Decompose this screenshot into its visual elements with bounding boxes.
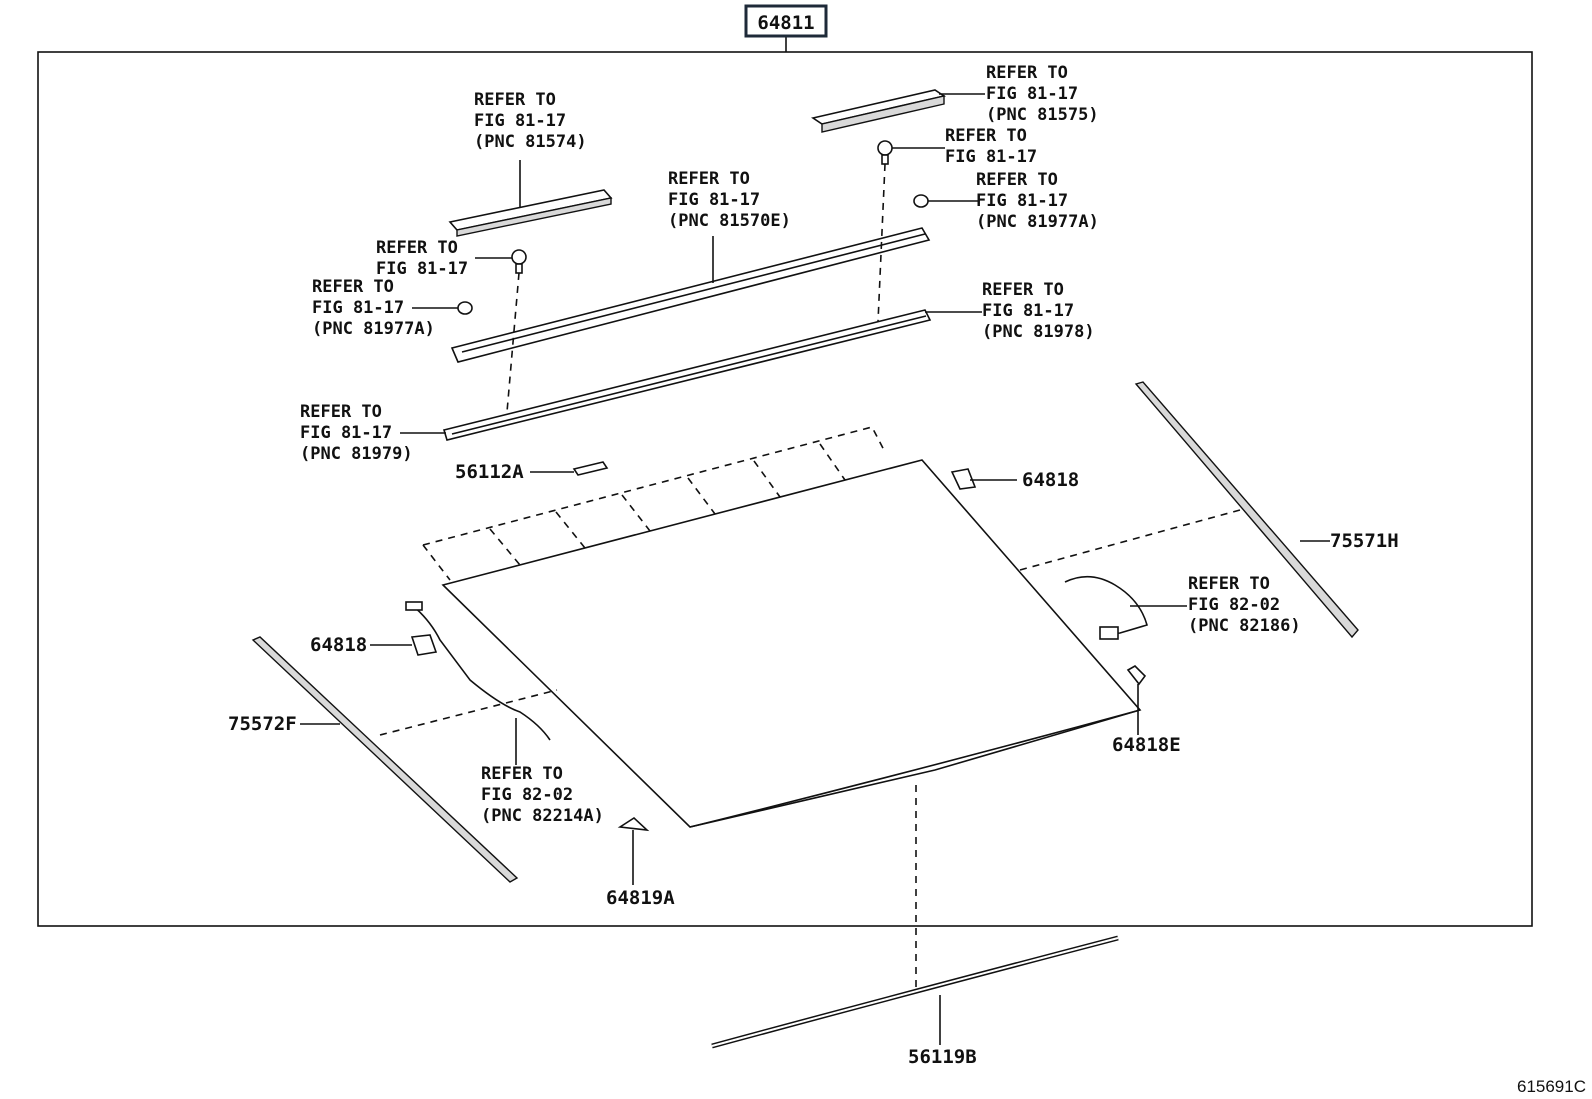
pad-64818-top <box>950 468 977 490</box>
glass-panel-edge <box>689 709 1141 828</box>
assembly-number-box[interactable]: 64811 <box>744 4 828 38</box>
callout-ref-81979[interactable]: REFER TO FIG 81-17 (PNC 81979) <box>300 402 413 464</box>
callout-line: (PNC 81977A) <box>976 212 1099 232</box>
assembly-frame <box>37 51 1533 927</box>
molding-75571h <box>1134 381 1359 639</box>
part-number-64819a[interactable]: 64819A <box>606 887 675 909</box>
callout-ref-82214a[interactable]: REFER TO FIG 82-02 (PNC 82214A) <box>481 764 604 826</box>
molding-75572f <box>251 636 519 883</box>
part-number-75572f[interactable]: 75572F <box>228 713 297 735</box>
callout-line: (PNC 82214A) <box>481 806 604 826</box>
panel-dash-left <box>422 544 451 581</box>
panel-dash-left-low <box>379 689 558 736</box>
pad-56112a <box>572 461 609 476</box>
harness-82186 <box>1064 575 1148 636</box>
callout-line: (PNC 82186) <box>1188 616 1301 636</box>
rail-81979-line <box>451 315 927 435</box>
callout-line: (PNC 81575) <box>986 105 1099 125</box>
callout-ref-81977a-right[interactable]: REFER TO FIG 81-17 (PNC 81977A) <box>976 170 1099 232</box>
callout-line: REFER TO <box>300 402 382 422</box>
part-number-56119b[interactable]: 56119B <box>908 1046 977 1068</box>
rail-81570e <box>450 227 931 363</box>
panel-dash-right <box>1019 509 1241 571</box>
pad-64819a <box>617 816 650 832</box>
callout-line: FIG 82-02 <box>1188 595 1280 615</box>
part-number-56112a[interactable]: 56112A <box>455 461 524 483</box>
harness-82214a <box>411 604 551 741</box>
callout-ref-81575[interactable]: REFER TO FIG 81-17 (PNC 81575) <box>986 63 1099 125</box>
callout-line: REFER TO <box>945 126 1027 146</box>
callout-ref-81978[interactable]: REFER TO FIG 81-17 (PNC 81978) <box>982 280 1095 342</box>
callout-ref-81574[interactable]: REFER TO FIG 81-17 (PNC 81574) <box>474 90 587 152</box>
callout-line: REFER TO <box>312 277 394 297</box>
panel-dash-outline <box>422 426 886 546</box>
trim-strip-81574-edge <box>456 197 612 237</box>
callout-line: (PNC 81574) <box>474 132 587 152</box>
callout-line: (PNC 81979) <box>300 444 413 464</box>
part-number-75571h[interactable]: 75571H <box>1330 530 1399 552</box>
harness-82186-connector <box>1099 626 1119 640</box>
callout-line: (PNC 81978) <box>982 322 1095 342</box>
callout-line: REFER TO <box>986 63 1068 83</box>
callout-line: FIG 82-02 <box>481 785 573 805</box>
pad-64818e <box>1126 665 1147 686</box>
screw-right-axis <box>877 163 886 323</box>
trim-strip-81574 <box>448 189 613 231</box>
callout-line: FIG 81-17 <box>668 190 760 210</box>
rail-81570e-line <box>461 233 926 353</box>
clip-81977a-right <box>913 194 929 208</box>
callout-line: FIG 81-17 <box>986 84 1078 104</box>
panel-dash-ticks <box>489 443 846 566</box>
callout-ref-81570e[interactable]: REFER TO FIG 81-17 (PNC 81570E) <box>668 169 791 231</box>
callout-ref-screw-right[interactable]: REFER TO FIG 81-17 <box>945 126 1037 167</box>
callout-line: REFER TO <box>668 169 750 189</box>
pad-64818-left <box>410 634 438 656</box>
screw-left-axis <box>506 272 520 413</box>
clip-81977a-left <box>457 301 473 315</box>
part-number-64818e[interactable]: 64818E <box>1112 734 1181 756</box>
callout-line: REFER TO <box>976 170 1058 190</box>
callout-line: FIG 81-17 <box>376 259 468 279</box>
callout-line: REFER TO <box>376 238 458 258</box>
screw-left <box>511 249 527 274</box>
callout-ref-82186[interactable]: REFER TO FIG 82-02 (PNC 82186) <box>1188 574 1301 636</box>
trim-strip-81575-edge <box>821 95 945 133</box>
callout-line: FIG 81-17 <box>474 111 566 131</box>
callout-line: REFER TO <box>1188 574 1270 594</box>
callout-line: (PNC 81570E) <box>668 211 791 231</box>
assembly-number: 64811 <box>757 12 814 34</box>
part-number-64818-top[interactable]: 64818 <box>1022 469 1079 491</box>
strip-56119b-inner <box>711 937 1119 1047</box>
callout-line: FIG 81-17 <box>945 147 1037 167</box>
screw-right <box>877 140 893 165</box>
callout-ref-screw-left[interactable]: REFER TO FIG 81-17 <box>376 238 468 279</box>
callout-line: FIG 81-17 <box>300 423 392 443</box>
callout-ref-81977a-left[interactable]: REFER TO FIG 81-17 (PNC 81977A) <box>312 277 435 339</box>
callout-line: REFER TO <box>474 90 556 110</box>
glass-panel <box>441 459 1142 828</box>
callout-line: REFER TO <box>982 280 1064 300</box>
callout-line: FIG 81-17 <box>976 191 1068 211</box>
part-number-64818-left[interactable]: 64818 <box>310 634 367 656</box>
callout-line: REFER TO <box>481 764 563 784</box>
callout-line: (PNC 81977A) <box>312 319 435 339</box>
figure-id: 615691C <box>1517 1077 1586 1096</box>
callout-line: FIG 81-17 <box>982 301 1074 321</box>
callout-line: FIG 81-17 <box>312 298 404 318</box>
harness-82214a-connector <box>405 601 423 611</box>
